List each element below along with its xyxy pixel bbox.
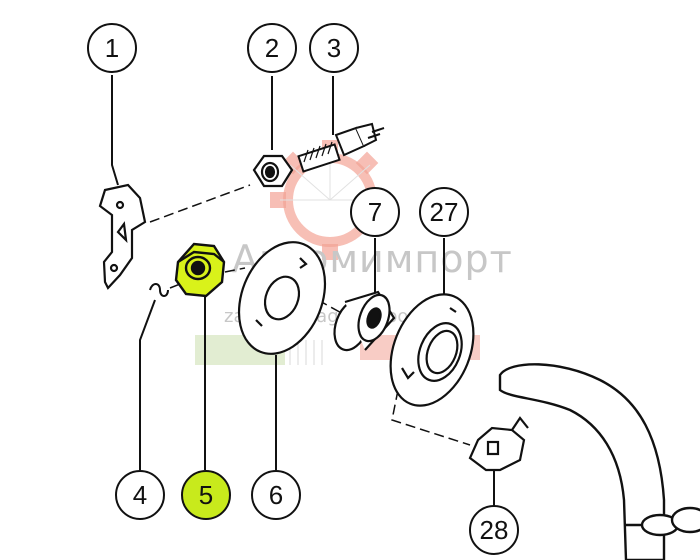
part-switch-bolt <box>297 122 385 173</box>
part-mount-bracket <box>468 416 529 472</box>
callouts: 1 2 3 4 5 6 7 27 <box>87 23 519 555</box>
callout-4: 4 <box>115 470 165 520</box>
callout-1: 1 <box>87 23 137 73</box>
svg-text:6: 6 <box>269 480 283 510</box>
part-hex-nut-highlighted <box>174 242 226 298</box>
part-bracket <box>98 183 147 290</box>
callout-3: 3 <box>309 23 359 73</box>
svg-text:2: 2 <box>265 33 279 63</box>
svg-text:27: 27 <box>430 197 459 227</box>
callout-7: 7 <box>350 187 400 237</box>
svg-text:3: 3 <box>327 33 341 63</box>
part-clip <box>149 283 169 297</box>
svg-text:4: 4 <box>133 480 147 510</box>
part-washer-plate <box>237 241 327 355</box>
part-shaft <box>498 363 700 560</box>
leader-lines <box>111 75 495 506</box>
svg-text:1: 1 <box>105 33 119 63</box>
part-flange-bearing <box>389 293 475 407</box>
svg-text:5: 5 <box>199 480 213 510</box>
svg-text:28: 28 <box>480 515 509 545</box>
callout-6: 6 <box>251 470 301 520</box>
callout-2: 2 <box>247 23 297 73</box>
callout-28: 28 <box>469 505 519 555</box>
callout-27: 27 <box>419 187 469 237</box>
part-bushing <box>333 290 396 352</box>
part-nut-small <box>252 154 294 188</box>
svg-text:7: 7 <box>368 197 382 227</box>
callout-5-highlighted: 5 <box>181 470 231 520</box>
